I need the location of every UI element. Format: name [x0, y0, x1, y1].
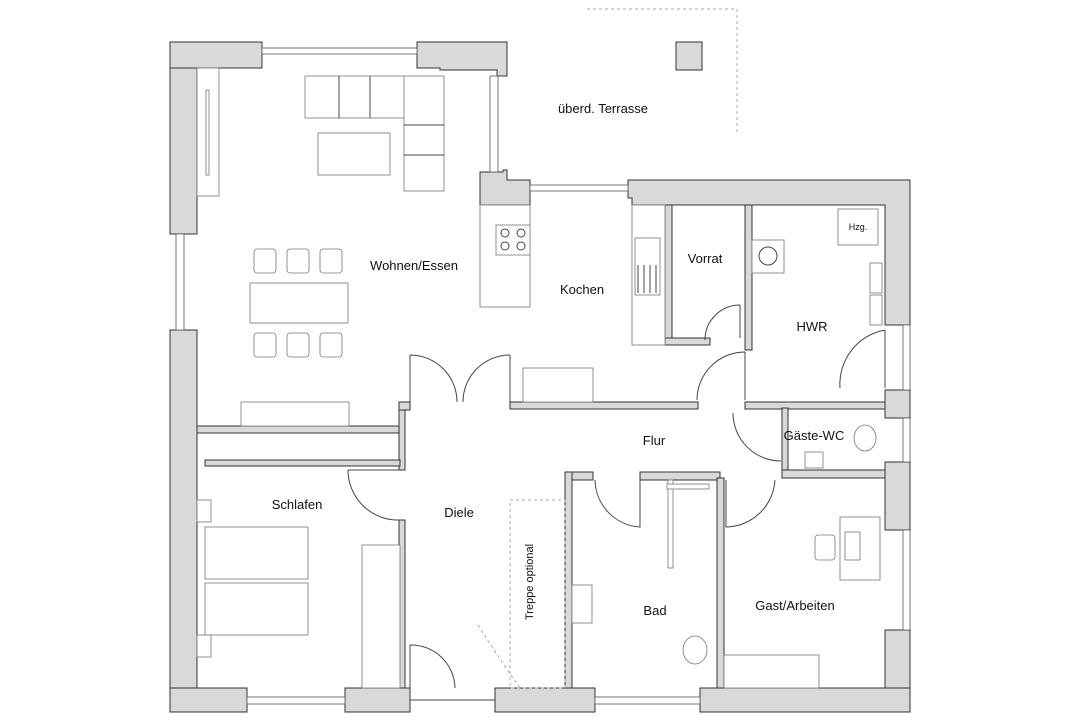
doors: [347, 304, 886, 689]
cabinet: [522, 367, 594, 403]
bath-toilet: [682, 635, 708, 665]
interior-walls: [196, 204, 886, 689]
wc-toilet: [853, 424, 877, 452]
label-bath: Bad: [643, 603, 666, 618]
label-terrace: überd. Terrasse: [558, 101, 648, 116]
hob: [495, 224, 531, 256]
windows: [175, 47, 911, 705]
terrace-pillar: [675, 41, 703, 71]
kitchen-island: [479, 204, 531, 308]
stairs-optional: [477, 499, 566, 689]
label-hall: Flur: [643, 433, 666, 448]
dining-chairs: [253, 248, 343, 358]
sofa-corner: [403, 75, 445, 192]
bed: [204, 526, 309, 580]
label-utility: HWR: [796, 319, 827, 334]
lowboard: [240, 401, 350, 427]
furniture: Hzg. Treppe optional: [196, 67, 883, 689]
bath-sink: [571, 584, 593, 624]
stairs-label: Treppe optional: [524, 544, 536, 620]
label-foyer: Diele: [444, 505, 474, 520]
label-kitchen: Kochen: [560, 282, 604, 297]
wc-sink: [804, 451, 824, 469]
exterior-walls: [169, 41, 911, 713]
room-labels: überd. Terrasse Wohnen/Essen Kochen Vorr…: [272, 101, 845, 618]
wardrobe: [361, 544, 401, 689]
washer-controls: [869, 262, 883, 294]
guest-bed: [723, 654, 820, 689]
sofa: [304, 75, 406, 119]
label-bedroom: Schlafen: [272, 497, 323, 512]
washbasin-hwr: [751, 239, 785, 274]
label-guest-office: Gast/Arbeiten: [755, 598, 835, 613]
heating-unit: [837, 208, 879, 246]
desk-chair: [814, 534, 836, 561]
shower-glass: [667, 479, 674, 569]
dining-table: [249, 282, 349, 324]
heating-label: Hzg.: [849, 222, 868, 232]
coffee-table: [317, 132, 391, 176]
terrace: [587, 8, 738, 135]
label-guest-wc: Gäste-WC: [784, 428, 845, 443]
label-living: Wohnen/Essen: [370, 258, 458, 273]
label-pantry: Vorrat: [688, 251, 723, 266]
